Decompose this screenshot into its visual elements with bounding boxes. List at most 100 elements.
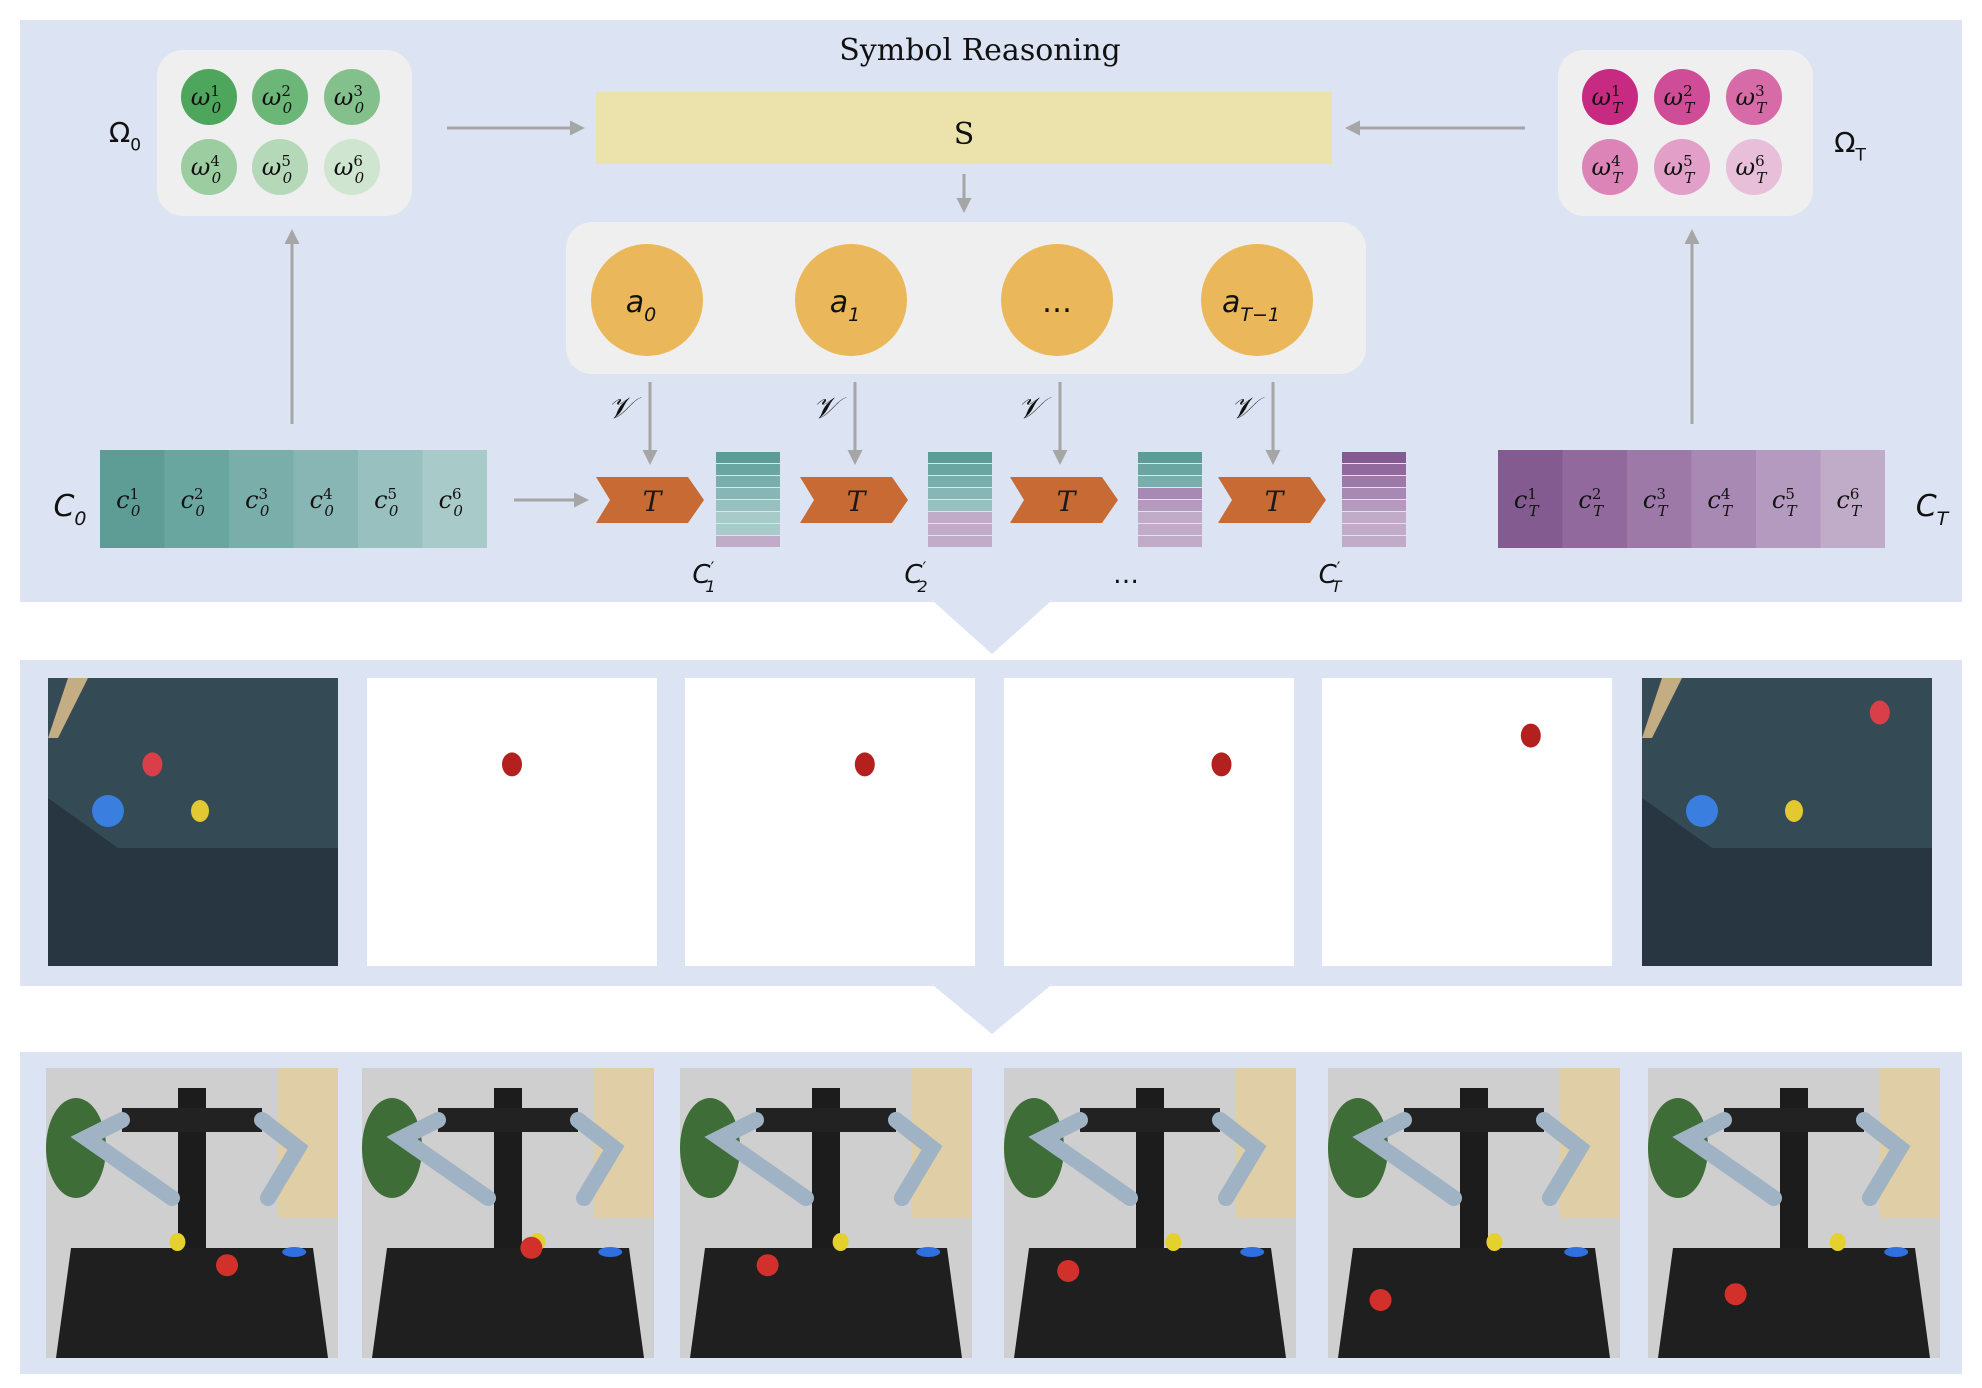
- lemon-icon: [1165, 1233, 1182, 1251]
- flow-triangle: [934, 986, 1050, 1034]
- robot-frame: [46, 1068, 338, 1358]
- render-frame: [367, 678, 657, 966]
- plate-icon: [598, 1247, 623, 1257]
- robot-frame: [362, 1068, 654, 1358]
- plate-icon: [92, 795, 124, 827]
- action-node: [795, 244, 907, 356]
- action-label: …: [1042, 285, 1072, 320]
- robot-frame: [1648, 1068, 1940, 1358]
- intermediate-config-row: [1342, 476, 1406, 487]
- initial-config-cell: [164, 450, 229, 548]
- initial-symbol-node: [252, 69, 308, 125]
- intermediate-config-label: …: [1113, 560, 1139, 590]
- action-node: [1001, 244, 1113, 356]
- initial-config-label: C0: [53, 489, 86, 530]
- intermediate-config-row: [1342, 536, 1406, 547]
- robot-arm: [70, 1112, 180, 1206]
- goal-config-cell: [1498, 450, 1563, 548]
- render-frame: [1322, 678, 1612, 966]
- intermediate-config-row: [716, 488, 780, 499]
- intermediate-config-row: [1138, 476, 1202, 487]
- goal-symbol-node: [1654, 139, 1710, 195]
- intermediate-config-row: [1138, 464, 1202, 475]
- goal-symbol-set-label: ΩT: [1834, 126, 1866, 165]
- transition-label: T: [643, 485, 664, 518]
- robot-arm: [386, 1112, 496, 1206]
- initial-config-cell: [100, 450, 165, 548]
- table: [690, 1248, 962, 1358]
- apple-icon: [854, 752, 875, 777]
- actions-card: [566, 222, 1366, 374]
- simulation-frame: [367, 678, 657, 966]
- simulation-frame: [1004, 678, 1294, 966]
- robot-arm: [1536, 1112, 1591, 1206]
- simulation-frame: [1642, 678, 1932, 966]
- action-label: aT−1: [1222, 285, 1280, 326]
- robot-shoulder: [1404, 1108, 1544, 1132]
- table: [1658, 1248, 1930, 1358]
- robot-arm: [1212, 1112, 1267, 1206]
- robot-shoulder: [756, 1108, 896, 1132]
- initial-symbol-node: [252, 139, 308, 195]
- action-node: [591, 244, 703, 356]
- plate-icon: [1240, 1247, 1265, 1257]
- intermediate-config-row: [928, 452, 992, 463]
- transition-shape: [1010, 477, 1118, 523]
- intermediate-config-row: [928, 488, 992, 499]
- simulation-frame: [1322, 678, 1612, 966]
- transition-label: T: [847, 485, 868, 518]
- intermediate-config-row: [928, 512, 992, 523]
- robot-shoulder: [1724, 1108, 1864, 1132]
- apple-icon: [1724, 1283, 1747, 1306]
- intermediate-config-label: C′1: [692, 558, 715, 596]
- intermediate-config-row: [1342, 512, 1406, 523]
- intermediate-config-row: [716, 476, 780, 487]
- lemon-icon: [169, 1233, 186, 1251]
- plate-icon: [1884, 1247, 1909, 1257]
- robot-arm: [888, 1112, 943, 1206]
- robot-frame: [1328, 1068, 1620, 1358]
- action-node: [1201, 244, 1313, 356]
- robot-arm: [1028, 1112, 1138, 1206]
- wall-edge: [48, 678, 88, 738]
- simulation-panel: [20, 660, 1962, 986]
- plant: [1004, 1098, 1064, 1198]
- intermediate-config-row: [928, 464, 992, 475]
- table: [372, 1248, 644, 1358]
- goal-symbol-node: [1726, 139, 1782, 195]
- lemon-icon: [1829, 1233, 1846, 1251]
- apple-icon: [1369, 1289, 1392, 1311]
- lemon-icon: [1785, 800, 1803, 822]
- table-surface: [48, 678, 338, 848]
- intermediate-config-row: [1342, 500, 1406, 511]
- action-label: a0: [626, 285, 656, 326]
- robot-arm: [704, 1112, 814, 1206]
- plate-icon: [916, 1247, 941, 1257]
- transition-shape: [596, 477, 704, 523]
- flow-triangle: [934, 602, 1050, 654]
- transition-label: T: [1057, 485, 1078, 518]
- initial-symbol-node: [324, 139, 380, 195]
- intermediate-config-row: [1138, 536, 1202, 547]
- robot-panel: [20, 1052, 1962, 1374]
- intermediate-config-row: [928, 536, 992, 547]
- goal-config-cell: [1756, 450, 1821, 548]
- render-frame: [685, 678, 975, 966]
- initial-symbol-node: [181, 139, 237, 195]
- lemon-icon: [1486, 1233, 1503, 1251]
